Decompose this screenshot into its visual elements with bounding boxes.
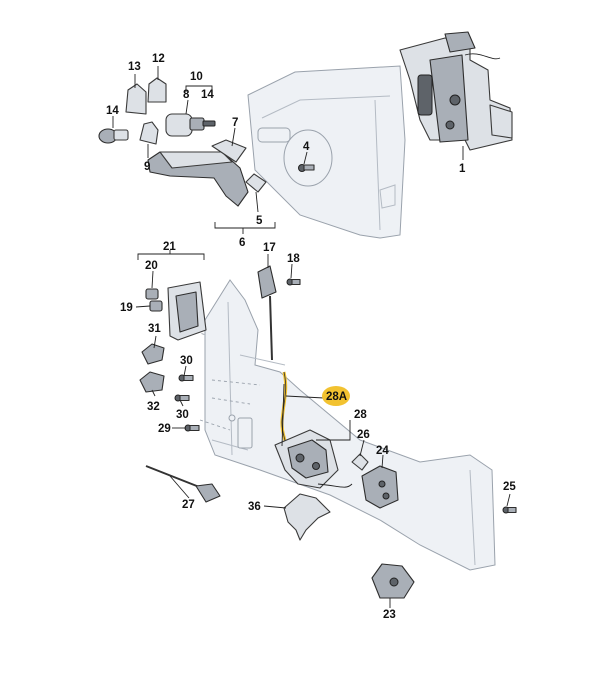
lock-cylinder-part-8 xyxy=(165,113,216,137)
label-14-right: 14 xyxy=(201,89,214,101)
cap-part-13 xyxy=(125,83,147,115)
label-18: 18 xyxy=(287,253,300,265)
cap-part-12 xyxy=(147,77,167,103)
label-26: 26 xyxy=(357,429,370,441)
label-19: 19 xyxy=(120,302,133,314)
label-12: 12 xyxy=(152,53,165,65)
cover-part-23 xyxy=(371,563,415,599)
screw-part-4 xyxy=(298,164,315,172)
screw-part-29 xyxy=(184,424,200,432)
label-29: 29 xyxy=(158,423,171,435)
label-30-bottom: 30 xyxy=(176,409,189,421)
label-21: 21 xyxy=(163,241,176,253)
key-part-14 xyxy=(98,128,129,144)
clip-part-19 xyxy=(149,300,163,312)
bushing-part-32 xyxy=(139,371,165,393)
bracket-part-24 xyxy=(361,465,399,509)
label-25: 25 xyxy=(503,481,516,493)
part-labels: 13 12 10 8 14 14 9 7 4 5 6 1 21 20 19 31… xyxy=(106,53,516,621)
screw-part-30b xyxy=(174,394,190,402)
screw-part-25 xyxy=(502,506,517,514)
label-9: 9 xyxy=(144,161,150,173)
highlight-badge-28a xyxy=(322,386,350,406)
label-14-left: 14 xyxy=(106,105,119,117)
label-20: 20 xyxy=(145,260,158,272)
rod-part-27 xyxy=(145,465,221,503)
label-27: 27 xyxy=(182,499,195,511)
lower-door-panel xyxy=(189,279,496,571)
gasket-part-7 xyxy=(211,139,247,163)
lock-mechanism-part-1 xyxy=(399,31,513,151)
label-8: 8 xyxy=(183,89,190,101)
bushing-part-31 xyxy=(141,343,165,365)
leader-lines xyxy=(112,66,511,608)
label-32: 32 xyxy=(147,401,160,413)
label-31: 31 xyxy=(148,323,161,335)
label-5: 5 xyxy=(256,215,263,227)
bracket-part-9 xyxy=(139,121,159,145)
label-6: 6 xyxy=(239,237,245,249)
clip-part-26 xyxy=(351,453,369,471)
inner-handle-bezel-part-21 xyxy=(167,281,207,341)
clip-part-20 xyxy=(145,288,159,300)
lever-part-36 xyxy=(283,493,331,541)
label-1: 1 xyxy=(459,163,466,175)
screw-part-18 xyxy=(286,278,301,286)
label-36: 36 xyxy=(248,501,261,513)
label-10: 10 xyxy=(190,71,203,83)
operating-rod-part-17 xyxy=(257,265,277,361)
label-7: 7 xyxy=(232,117,238,129)
screw-part-30a xyxy=(178,374,194,382)
label-17: 17 xyxy=(263,242,276,254)
label-30-top: 30 xyxy=(180,355,193,367)
label-4: 4 xyxy=(303,141,310,153)
upper-door-panel xyxy=(247,65,406,239)
door-lock-unit xyxy=(274,429,353,489)
label-24: 24 xyxy=(376,445,389,457)
seal-part-5 xyxy=(245,173,267,193)
label-28: 28 xyxy=(354,409,367,421)
label-23: 23 xyxy=(383,609,396,621)
label-13: 13 xyxy=(128,61,141,73)
outer-handle-part-6 xyxy=(147,151,249,207)
label-28a: 28A xyxy=(326,391,347,403)
